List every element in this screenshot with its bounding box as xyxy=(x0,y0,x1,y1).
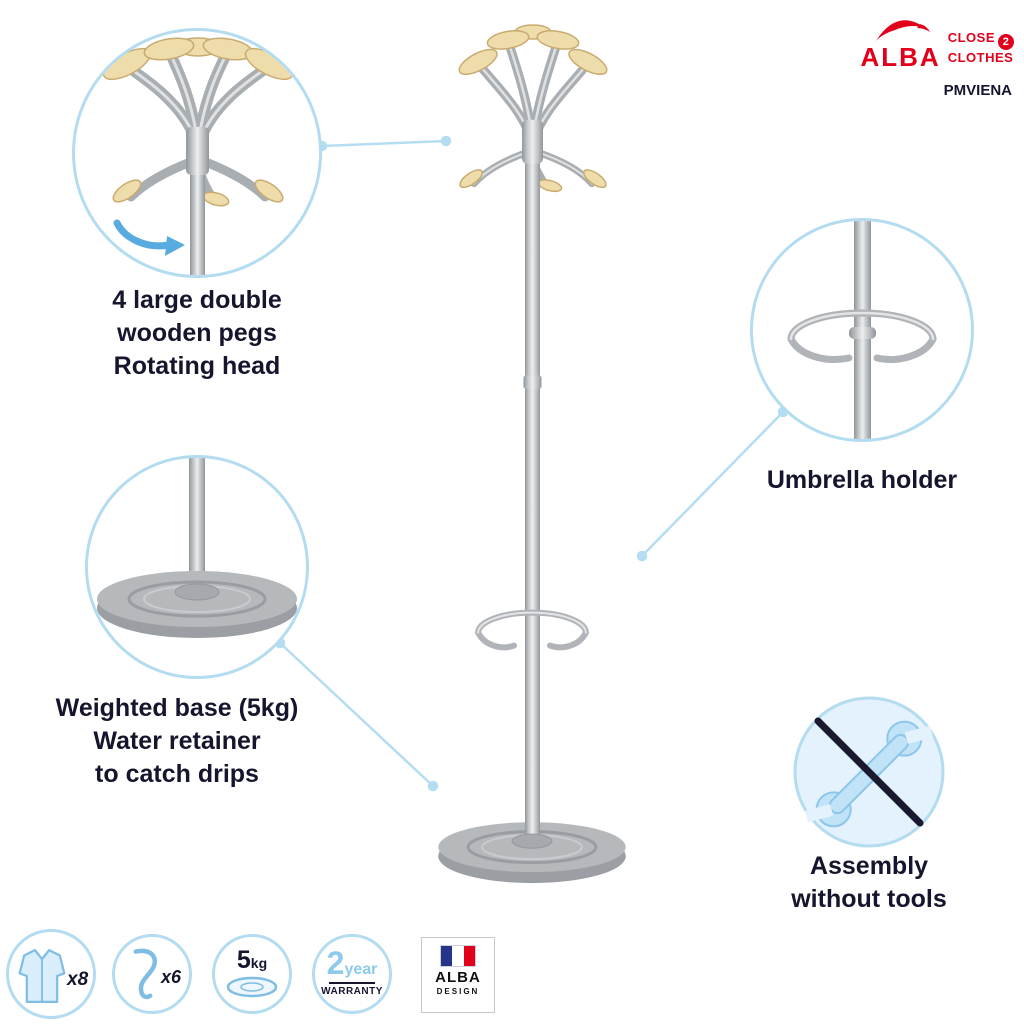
rotation-arrow-icon xyxy=(113,219,185,256)
umbrella-closeup-image xyxy=(787,221,937,439)
base-closeup-image xyxy=(97,458,297,638)
base-callout-circle xyxy=(85,455,309,679)
head-hub xyxy=(522,119,543,164)
weight-unit: kg xyxy=(250,955,268,971)
pegs-caption-line1: 4 large double xyxy=(112,286,282,314)
alba-hat-icon xyxy=(875,20,930,41)
pole xyxy=(525,127,540,847)
base-weight-text: 5kg xyxy=(215,948,289,973)
assembly-caption-line1: Assembly xyxy=(809,852,929,880)
design-brand: ALBA xyxy=(435,969,481,986)
umbrella-ring xyxy=(475,609,589,651)
no-tools-image xyxy=(793,696,945,848)
warranty-divider xyxy=(329,982,375,984)
pegs-callout-circle xyxy=(72,28,322,278)
umbrella-caption: Umbrella holder xyxy=(737,464,987,497)
warranty-number: 2 xyxy=(326,945,345,981)
assembly-callout-circle xyxy=(791,694,947,850)
coat-capacity-badge: x8 xyxy=(6,929,96,1019)
tagline-line1: CLOSE xyxy=(947,30,995,45)
design-label: DESIGN xyxy=(436,986,480,996)
umbrella-caption-line1: Umbrella holder xyxy=(766,466,958,494)
umbrella-callout-circle xyxy=(750,218,974,442)
pegs-caption-line3: Rotating head xyxy=(113,352,281,380)
coat-icon xyxy=(18,948,66,1004)
assembly-caption-line2: without tools xyxy=(791,885,947,913)
base-caption-line3: to catch drips xyxy=(95,760,259,788)
base-caption-line1: Weighted base (5kg) xyxy=(55,694,299,722)
french-flag-icon xyxy=(440,945,476,967)
warranty-badge: 2year WARRANTY xyxy=(312,934,392,1014)
alba-design-badge: ALBA DESIGN xyxy=(421,937,495,1013)
coat-capacity-label: x8 xyxy=(67,969,89,990)
brand-logo: ALBA xyxy=(860,10,940,70)
hook-capacity-badge: x6 xyxy=(112,934,192,1014)
base-weight-badge: 5kg xyxy=(212,934,292,1014)
base-caption-line2: Water retainer xyxy=(93,727,261,755)
pegs-closeup-image xyxy=(102,37,294,275)
tagline-2-badge: 2 xyxy=(998,34,1014,51)
wooden-peg-discs xyxy=(458,30,608,193)
warranty-text: 2year xyxy=(315,947,389,979)
weight-disc-icon xyxy=(226,976,278,998)
assembly-caption: Assembly without tools xyxy=(763,850,975,916)
base-dome xyxy=(511,833,553,849)
coat-stand-product-image xyxy=(438,24,626,884)
model-number: PMVIENA xyxy=(943,82,1012,99)
warranty-word: year xyxy=(344,961,378,978)
pegs-caption: 4 large double wooden pegs Rotating head xyxy=(52,284,342,383)
base-caption: Weighted base (5kg) Water retainer to ca… xyxy=(22,692,332,791)
tagline-line2: CLOTHES xyxy=(947,50,1014,66)
hook-capacity-label: x6 xyxy=(161,967,182,987)
hook-icon xyxy=(133,948,158,1000)
brand-name: ALBA xyxy=(860,42,941,72)
pegs-caption-line2: wooden pegs xyxy=(117,319,277,347)
warranty-label: WARRANTY xyxy=(321,986,383,997)
weight-value: 5 xyxy=(236,946,251,974)
no-tools-line xyxy=(814,717,924,827)
pole-joint xyxy=(523,375,542,390)
